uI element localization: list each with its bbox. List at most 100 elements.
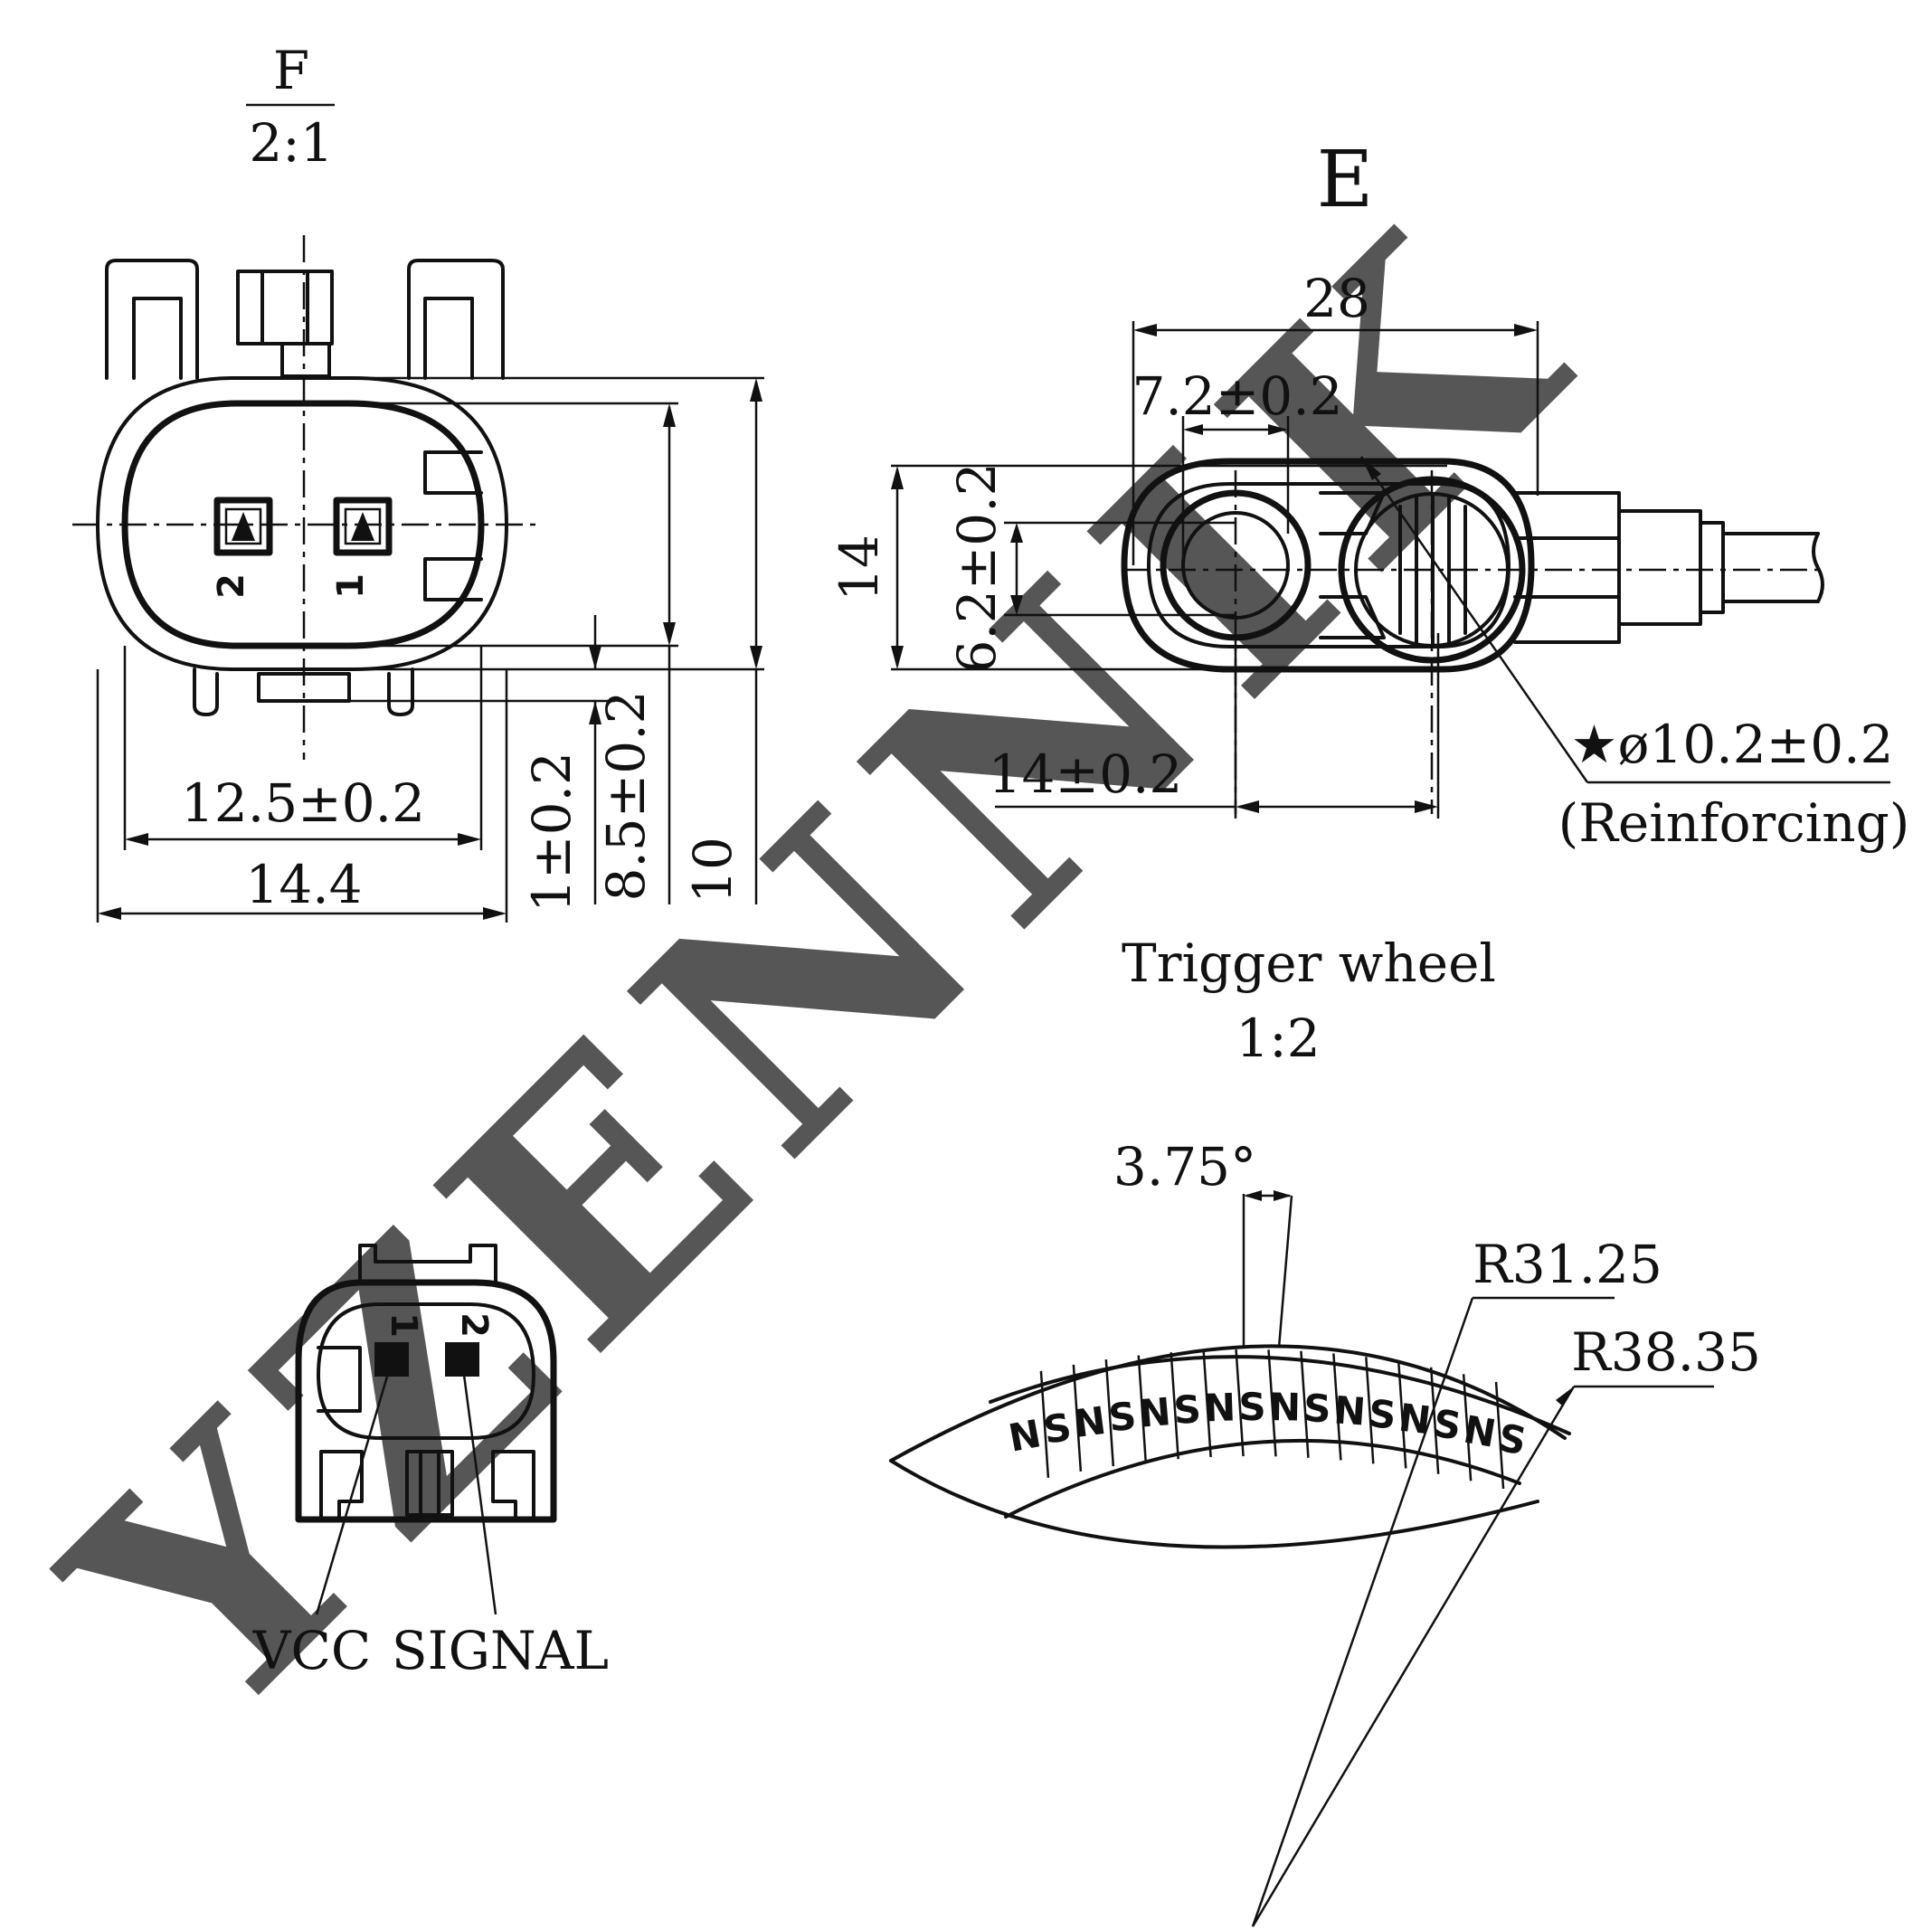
pin-1-inner [344, 507, 382, 545]
pin-1-number: 1 [330, 573, 372, 599]
view-f-letter: F [273, 40, 309, 101]
cable-collar [1699, 521, 1725, 614]
pole-divider [1039, 1370, 1050, 1478]
trigger-wheel-title: Trigger wheel [1122, 932, 1496, 994]
arrowhead-7 [750, 378, 762, 402]
arrowhead-11 [1133, 324, 1157, 336]
arrowhead-10 [589, 701, 601, 724]
magnet-pole-label: S [1106, 1394, 1138, 1441]
center-key [236, 270, 334, 345]
magnet-pole-label: N [1005, 1411, 1044, 1461]
pole-divider [1365, 1357, 1375, 1464]
arrowhead-6 [663, 622, 676, 646]
arrowhead-5 [663, 403, 676, 427]
arrowhead [125, 833, 148, 846]
ext-line-26 [1277, 1195, 1293, 1349]
pole-divider [1300, 1350, 1310, 1458]
dim-28: 28 [1303, 268, 1370, 329]
dim-12-5: 12.5±0.2 [181, 772, 425, 834]
right-foot [387, 667, 414, 716]
arrowhead-21 [1361, 457, 1381, 480]
arrowhead-13 [1183, 424, 1203, 435]
pinout-pin-2-number: 2 [453, 1312, 495, 1338]
dim-10: 10 [682, 837, 743, 904]
signal-leader [460, 1360, 497, 1615]
pinout-pin-1-number: 1 [383, 1312, 424, 1338]
right-tab-upper [423, 450, 483, 495]
arrowhead-18 [1010, 595, 1023, 615]
magnet-pole-label: N [1268, 1385, 1301, 1430]
magnet-pole-label: N [1397, 1396, 1434, 1444]
arrowhead-17 [1010, 523, 1023, 543]
view-e: E 2 [829, 135, 1909, 854]
cable-strain-relief [1617, 509, 1702, 626]
dim-14-0-2: 14±0.2 [989, 743, 1183, 805]
dim-6-2: 6.2±0.2 [946, 462, 1008, 673]
magnet-pole-label: S [1040, 1405, 1075, 1453]
pole-divider [1429, 1367, 1440, 1474]
slot-upper [1319, 491, 1386, 535]
pole-divider [1235, 1349, 1245, 1457]
right-tab-lower [423, 557, 483, 601]
magnet-pole-label: S [1302, 1386, 1331, 1431]
magnet-pole-label: N [1203, 1385, 1236, 1430]
arrowhead-19 [1236, 800, 1259, 813]
view-e-letter: E [1317, 135, 1374, 225]
pole-divider [1137, 1355, 1147, 1462]
pinout-left-tab [317, 1346, 362, 1413]
magnet-pole-label: S [1172, 1387, 1202, 1433]
arrowhead-3 [98, 907, 121, 920]
pinout-bottom-right-latch [491, 1450, 535, 1521]
arrowhead-14 [1268, 424, 1288, 435]
right-latch-inner [423, 297, 474, 380]
radius-r38-35: R38.35 [1571, 1321, 1761, 1383]
dim-1: 1±0.2 [521, 752, 582, 913]
radius-r31-25: R31.25 [1473, 1234, 1662, 1295]
diameter-leader [1359, 456, 1589, 783]
view-f-scale: 2:1 [249, 112, 333, 174]
magnet-pole-label: N [1137, 1389, 1172, 1436]
dim-7-2: 7.2±0.2 [1132, 365, 1342, 427]
arrowhead-24 [1556, 1387, 1574, 1406]
cable-housing [1513, 491, 1621, 644]
wheel-band-outer-edge [989, 1355, 1571, 1435]
magnet-pole-label: N [1332, 1387, 1367, 1434]
pole-divider [1072, 1364, 1083, 1472]
arrowhead-23 [1274, 1190, 1292, 1201]
arrowhead-8 [750, 646, 762, 669]
magnet-pole-label: S [1238, 1385, 1266, 1429]
magnet-pole-label: N [1461, 1407, 1500, 1456]
arrowhead-22 [1244, 1190, 1262, 1201]
signal-label: SIGNAL [392, 1620, 609, 1681]
right-latch [407, 259, 505, 380]
arrowhead-4 [483, 907, 507, 920]
pin-2 [213, 497, 273, 556]
pinout-pin-2 [445, 1342, 479, 1377]
pole-divider [1104, 1359, 1115, 1467]
cable [1721, 532, 1820, 603]
arrowhead-20 [1415, 800, 1438, 813]
vcc-label: VCC [252, 1620, 372, 1681]
magnet-pole-label: S [1367, 1391, 1398, 1438]
pin-2-marker [232, 512, 255, 541]
pin-1-marker [351, 512, 374, 541]
pole-divider [1332, 1353, 1342, 1461]
left-latch-inner [132, 297, 183, 380]
pole-divider [1494, 1381, 1505, 1490]
wheel-outer-arc [889, 1344, 1567, 1462]
arrowhead-9 [589, 646, 601, 669]
view-f: F 2:1 2 1 [72, 40, 764, 923]
pinout-bottom-left-latch [319, 1450, 364, 1521]
connector-inner-face [121, 400, 485, 649]
dim-diameter: ★ø10.2±0.2 [1571, 714, 1894, 775]
arrowhead-2 [458, 833, 481, 846]
wheel-band-inner-edge [1004, 1438, 1521, 1519]
arrowhead-12 [1514, 324, 1538, 336]
pinout-top-key [358, 1244, 497, 1284]
pole-divider [1170, 1352, 1179, 1460]
pole-divider [1462, 1374, 1473, 1481]
pole-divider [1202, 1349, 1212, 1458]
